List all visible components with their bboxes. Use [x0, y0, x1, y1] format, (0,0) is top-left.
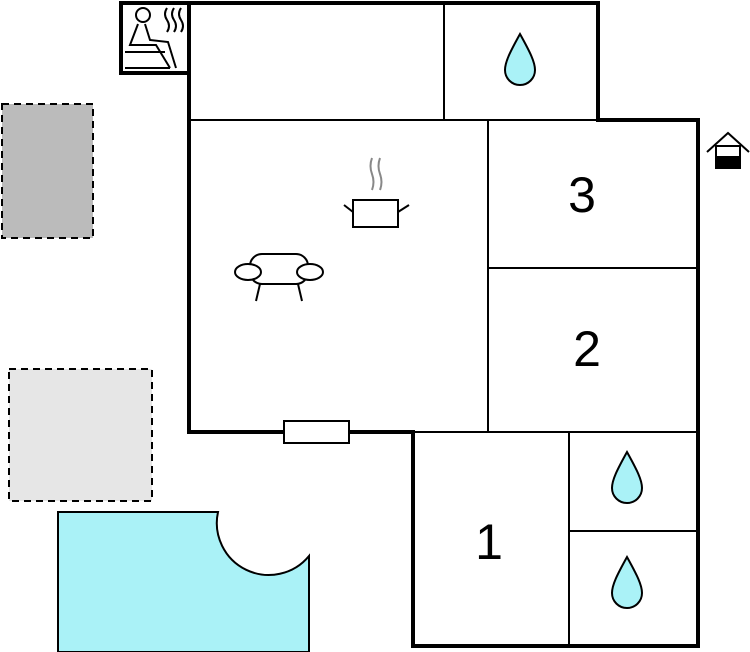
sauna-icon	[125, 7, 184, 69]
room-1-label: 1	[475, 514, 503, 570]
exterior-walls	[119, 1, 700, 648]
living-sofa-icon	[234, 253, 324, 302]
terrace-light	[8, 368, 153, 502]
terrace-dark	[1, 103, 94, 239]
room-2-label: 2	[573, 321, 601, 377]
bathroom-drop-icon	[503, 31, 644, 609]
window-icon	[283, 420, 350, 444]
entrance-icon	[706, 131, 750, 169]
kitchen-pot-icon	[343, 157, 410, 228]
room-3-label: 3	[568, 167, 596, 223]
swimming-pool	[57, 511, 310, 652]
interior-walls	[189, 3, 698, 646]
